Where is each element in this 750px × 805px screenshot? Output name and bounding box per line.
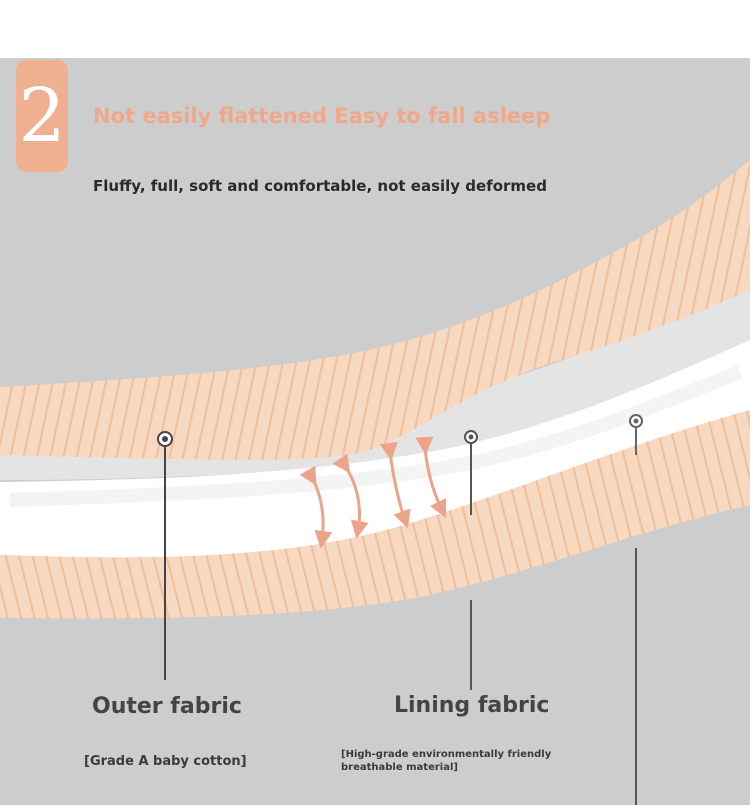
lining-fabric-label: Lining fabric: [394, 693, 550, 718]
filling-layer: [0, 340, 750, 560]
expand-arrow-icon: [299, 436, 447, 549]
subheadline: Fluffy, full, soft and comfortable, not …: [93, 177, 547, 195]
outer-fabric-description: [Grade A baby cotton]: [84, 754, 247, 769]
outer-fabric-layer: [0, 160, 750, 460]
headline: Not easily flattened Easy to fall asleep: [93, 104, 551, 128]
outer-fabric-label: Outer fabric: [92, 694, 242, 719]
lining-fabric-layer: [0, 410, 750, 619]
marker-dot-icon: [157, 431, 173, 447]
section-number-badge: 2: [16, 60, 68, 172]
marker-dot-icon: [464, 430, 478, 444]
top-white-strip: [0, 0, 750, 58]
marker-dot-icon: [629, 414, 643, 428]
lining-fabric-description: [High-grade environmentally friendly bre…: [341, 749, 552, 773]
